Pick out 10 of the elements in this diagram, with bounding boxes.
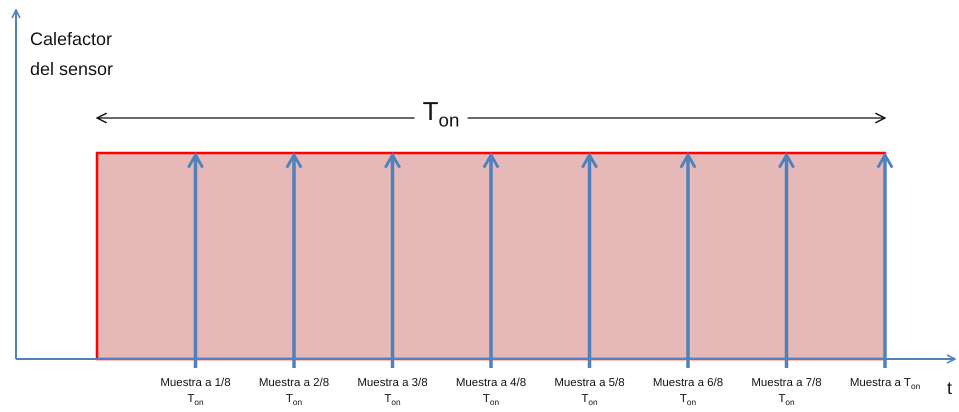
sample-label: Muestra a 7/8 T$_{on}$ — [750, 376, 823, 407]
sample-label: Muestra a 5/8 T$_{on}$ — [553, 376, 626, 407]
sample-label: Muestra a 4/8 T$_{on}$ — [454, 376, 528, 407]
sample-label: Muestra a T$_{on}$ — [848, 376, 922, 391]
axis-title: t — [947, 378, 952, 399]
axis-title: Calefactor del sensor — [30, 28, 114, 81]
sample-label: Muestra a 3/8 T$_{on}$ — [356, 376, 429, 407]
sample-label: Muestra a 6/8 T$_{on}$ — [652, 376, 724, 407]
sample-label: Muestra a 2/8 T$_{on}$ — [258, 376, 330, 407]
sample-label: Muestra a 1/8 T$_{on}$ — [159, 376, 232, 407]
